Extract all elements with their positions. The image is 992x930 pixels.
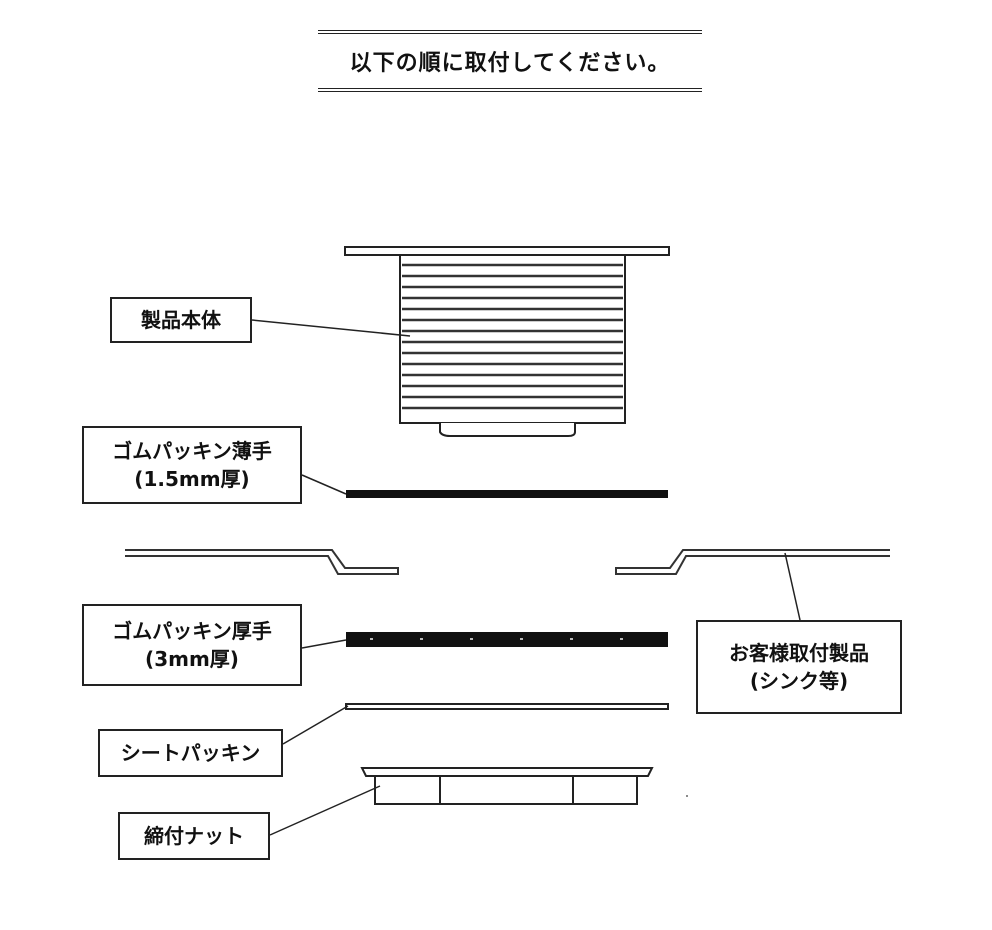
label-thin-rubber-gasket: ゴムパッキン薄手 (1.5mm厚) <box>82 426 302 504</box>
label-customer-product: お客様取付製品 (シンク等) <box>696 620 902 714</box>
product-body-part <box>344 246 670 437</box>
lock-nut-part <box>360 767 654 805</box>
sheet-packing-part <box>345 703 669 710</box>
thick-rubber-gasket-part <box>346 632 668 647</box>
label-sheet-packing: シートパッキン <box>98 729 283 777</box>
label-thick-rubber-gasket: ゴムパッキン厚手 (3mm厚) <box>82 604 302 686</box>
instruction-heading: 以下の順に取付してください。 <box>318 30 702 92</box>
leader-lines <box>251 319 801 836</box>
label-product-body: 製品本体 <box>110 297 252 343</box>
body-threads <box>402 263 623 410</box>
label-lock-nut: 締付ナット <box>118 812 270 860</box>
customer-sink-part <box>125 549 890 575</box>
thin-rubber-gasket-part <box>346 490 668 498</box>
